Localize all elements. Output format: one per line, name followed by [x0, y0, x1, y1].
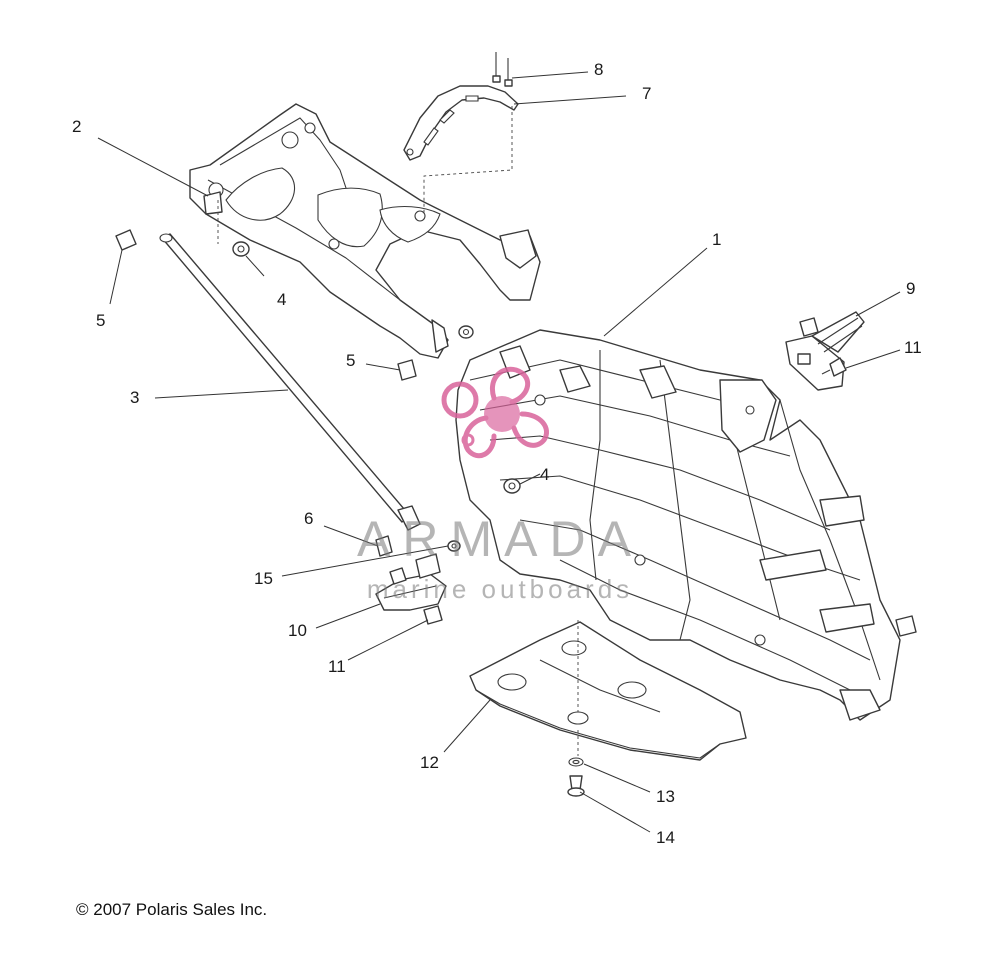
assembly-guide-7 [423, 106, 513, 214]
part-5-bolt-middle [397, 359, 417, 381]
part-2-rear-subframe [189, 103, 541, 359]
part-15-washer [447, 540, 461, 552]
copyright-icon: © [76, 900, 89, 919]
watermark: ARMADA marine outboards [357, 366, 643, 604]
part-11-bolt-left [423, 605, 443, 625]
callout-8: 8 [594, 60, 603, 79]
watermark-tagline: marine outboards [367, 574, 633, 604]
part-14-rivet [567, 730, 585, 797]
part-9-footrest-right [785, 311, 865, 391]
callout-5-upper: 5 [96, 311, 105, 330]
callout-12: 12 [420, 753, 439, 772]
part-11-bolt-right [821, 357, 847, 377]
callout-1: 1 [712, 230, 721, 249]
part-4-nut-middle [503, 478, 521, 494]
callout-3: 3 [130, 388, 139, 407]
callout-9: 9 [906, 279, 915, 298]
leader-lines [97, 71, 901, 833]
part-6-bolt [375, 535, 393, 557]
part-5-bolt-upper [115, 229, 137, 251]
callout-6: 6 [304, 509, 313, 528]
copyright-text: 2007 Polaris Sales Inc. [93, 900, 268, 919]
callout-2: 2 [72, 117, 81, 136]
part-7-upper-bracket [403, 85, 519, 161]
callout-7: 7 [642, 84, 651, 103]
callout-10: 10 [288, 621, 307, 640]
part-10-footrest-left [375, 553, 447, 611]
part-12-skid-plate [469, 620, 747, 761]
callout-11-right: 11 [904, 338, 922, 357]
callout-15: 15 [254, 569, 273, 588]
part-4-nut-loose [458, 325, 474, 339]
watermark-brand: ARMADA [357, 511, 643, 567]
part-13-washer [568, 757, 584, 767]
callout-13: 13 [656, 787, 675, 806]
watermark-propeller-logo [441, 366, 549, 459]
callout-4-middle: 4 [540, 465, 549, 484]
part-3-rod [159, 233, 421, 531]
callout-4-upper: 4 [277, 290, 286, 309]
callout-labels: 1 2 3 4 4 5 5 6 7 8 9 10 11 11 12 13 14 … [72, 60, 922, 847]
callout-5-middle: 5 [346, 351, 355, 370]
part-4-nut-upper [217, 200, 250, 257]
copyright-notice: © 2007 Polaris Sales Inc. [76, 900, 267, 920]
part-1-main-frame [455, 329, 917, 721]
callout-14: 14 [656, 828, 675, 847]
callout-11-left: 11 [328, 657, 346, 676]
part-8-bolts [492, 52, 513, 87]
